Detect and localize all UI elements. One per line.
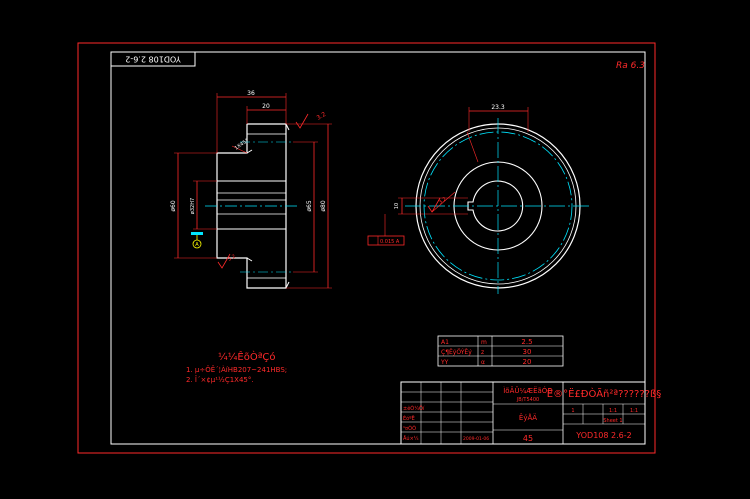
notes-line-2: 2. Î´×¢µ¹½Ç1X45°. xyxy=(186,375,254,384)
notes-heading: ¼¼ÊõÒªÇó xyxy=(218,350,276,363)
param-label: Ç¶ÊýÖÝÊý xyxy=(441,348,472,356)
param-label: YY xyxy=(440,359,449,366)
dim-inner-width: 20 xyxy=(262,103,270,110)
tooth-band-bottom xyxy=(246,277,287,289)
tb-sign-row: ÉóºË xyxy=(403,414,415,422)
tb-material-grade: 45 xyxy=(523,434,533,443)
parameter-table: A1 m 2.5 Ç¶ÊýÖÝÊý z 30 YY α 20 xyxy=(437,335,564,367)
datum-circle xyxy=(192,239,202,249)
side-leader-2 xyxy=(466,131,479,163)
front-roughness-symbol xyxy=(295,113,309,129)
tb-sheet: Sheet 1 xyxy=(603,418,622,424)
datum-label: A xyxy=(195,242,199,248)
title-block: ±êÒ¼Öí ÉóºË ¹¤ÒÕ Åú×¼ 2009-01-06 ÌõÂÛ¼ÆË… xyxy=(400,381,662,445)
tolerance-text: 0.015 A xyxy=(380,239,400,245)
side-view: 23.3 10 3.2 0.015 A xyxy=(367,104,592,294)
param-code: z xyxy=(481,349,484,356)
dim-overall-width: 36 xyxy=(247,90,255,97)
bore-roughness-value: 3.2 xyxy=(227,254,237,263)
tb-scale-cell: 1:1 xyxy=(630,408,638,414)
param-value: 2.5 xyxy=(521,338,532,346)
tb-sign-row: Åú×¼ xyxy=(403,435,419,442)
chamfer-leader xyxy=(231,145,248,154)
tb-sign-row: ¹¤ÒÕ xyxy=(403,425,416,432)
tb-sub-name: JB/T5400 xyxy=(516,397,539,403)
dim-side-keyway: 10 xyxy=(394,203,400,209)
title-block-frame xyxy=(400,381,646,445)
param-code: α xyxy=(481,359,485,366)
front-roughness-value: 3.2 xyxy=(316,111,328,122)
bore-roughness-symbol xyxy=(217,253,231,269)
tb-drawing-no: YOD108 2.6-2 xyxy=(575,431,631,440)
dim-right-h2: ø80 xyxy=(320,200,327,211)
tb-part-name: ÌõÂÛ¼ÆËãÓÐ xyxy=(503,386,553,395)
corner-roughness-mark: Ra 6.3 xyxy=(616,61,645,71)
code-box xyxy=(110,51,196,67)
tooth-band-top xyxy=(246,123,287,135)
dim-side-top-width: 23.3 xyxy=(491,104,505,111)
tolerance-frame xyxy=(367,235,405,246)
dim-bore: ø32H7 xyxy=(190,198,196,214)
param-value: 20 xyxy=(523,358,532,366)
tb-sign-row: ±êÒ¼Öí xyxy=(403,405,425,412)
tb-scale-cell: 1:1 xyxy=(609,408,617,414)
code-box-text: YOD108 2.6-2 xyxy=(125,55,181,64)
front-chamfer-top xyxy=(246,123,290,289)
dim-chamfer: 1X45° xyxy=(234,138,251,152)
outer-frame xyxy=(77,42,656,454)
inner-frame xyxy=(110,51,646,445)
bore-with-keyway xyxy=(467,180,524,232)
tb-school: Ê®°Ë£ÐÒÃñ²ª??????ß§ xyxy=(547,387,662,400)
tb-date: 2009-01-06 xyxy=(463,436,489,442)
side-roughness-symbol xyxy=(427,197,441,213)
dim-right-h1: ø65 xyxy=(306,200,313,211)
notes-line-1: 1. µ÷ÖÊ´¦ÀíHB207~241HBS; xyxy=(186,365,287,374)
datum-bar xyxy=(191,232,203,235)
param-table-frame xyxy=(437,335,564,367)
front-view: 36 20 1X45° 3.2 ø60 ø32H7 A 3.2 xyxy=(170,90,332,289)
side-leader-1 xyxy=(431,191,456,213)
param-code: m xyxy=(481,339,487,346)
side-roughness-value: 3.2 xyxy=(438,196,448,205)
param-value: 30 xyxy=(523,348,532,356)
tb-material: ÊýÅÄ xyxy=(519,413,537,422)
param-label: A1 xyxy=(441,339,449,346)
tb-scale-cell: 1 xyxy=(571,408,574,414)
technical-notes: ¼¼ÊõÒªÇó 1. µ÷ÖÊ´¦ÀíHB207~241HBS; 2. Î´×… xyxy=(186,350,287,384)
dim-left-height: ø60 xyxy=(170,200,177,211)
